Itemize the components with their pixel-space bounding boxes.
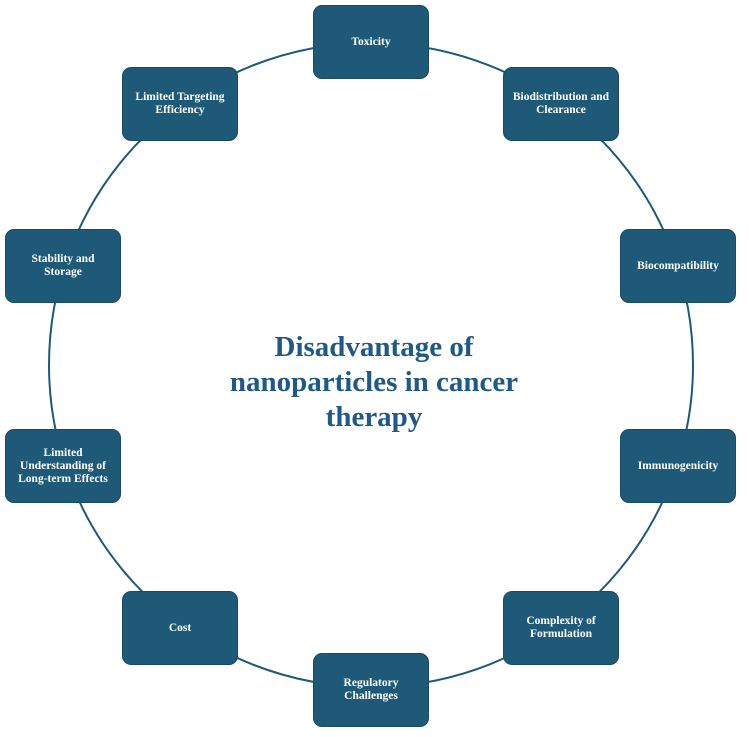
center-title: Disadvantage of nanoparticles in cancer … bbox=[229, 331, 519, 433]
node-label: Immunogenicity bbox=[637, 459, 719, 472]
node-label: Complexity of Formulation bbox=[526, 615, 596, 640]
node-label: Biocompatibility bbox=[637, 259, 719, 272]
node-complexity-of-formulation: Complexity of Formulation bbox=[503, 591, 619, 665]
node-label: Cost bbox=[168, 621, 192, 634]
node-label: Biodistribution and Clearance bbox=[512, 91, 610, 116]
node-immunogenicity: Immunogenicity bbox=[620, 429, 736, 503]
node-label: Limited Understanding of Long-term Effec… bbox=[18, 446, 108, 485]
node-label: Regulatory Challenges bbox=[343, 677, 399, 702]
node-limited-understanding-of-long-term-effects: Limited Understanding of Long-term Effec… bbox=[5, 429, 121, 503]
node-label: Limited Targeting Efficiency bbox=[135, 91, 225, 116]
node-regulatory-challenges: Regulatory Challenges bbox=[313, 653, 429, 727]
node-biodistribution-and-clearance: Biodistribution and Clearance bbox=[503, 67, 619, 141]
node-stability-and-storage: Stability and Storage bbox=[5, 229, 121, 303]
node-limited-targeting-efficiency: Limited Targeting Efficiency bbox=[122, 67, 238, 141]
node-cost: Cost bbox=[122, 591, 238, 665]
node-biocompatibility: Biocompatibility bbox=[620, 229, 736, 303]
node-label: Toxicity bbox=[351, 35, 391, 48]
node-toxicity: Toxicity bbox=[313, 5, 429, 79]
node-label: Stability and Storage bbox=[31, 253, 95, 278]
